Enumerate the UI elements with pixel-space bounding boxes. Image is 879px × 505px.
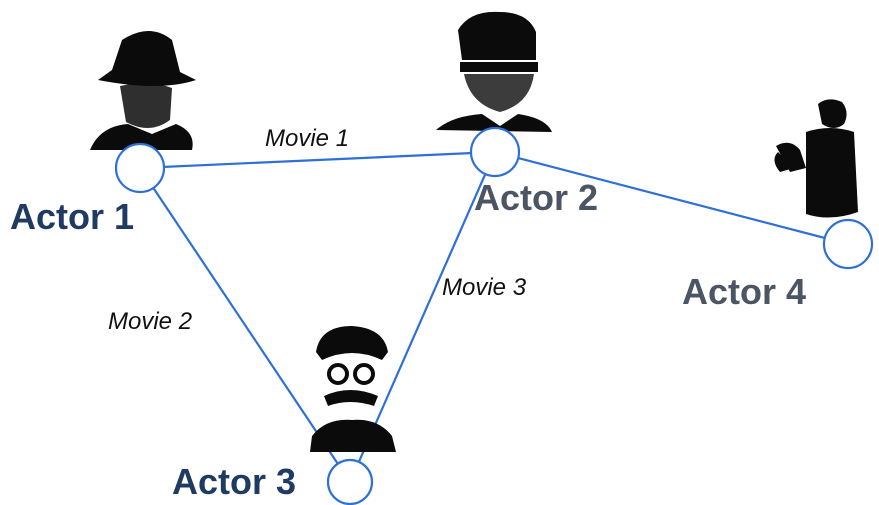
- martial-artist-icon: [774, 99, 858, 218]
- movie-1-label: Movie 1: [265, 125, 350, 152]
- movie-3-label: Movie 3: [442, 274, 527, 301]
- movie-2-label: Movie 2: [108, 308, 193, 335]
- node-actor-2: [469, 126, 521, 178]
- edge-actor2-actor4: [494, 150, 849, 246]
- actor-4-label: Actor 4: [682, 271, 807, 312]
- fedora-man-icon: [90, 31, 196, 150]
- node-actor-4: [822, 218, 874, 270]
- node-actor-3: [326, 458, 374, 505]
- actor-2-label: Actor 2: [474, 177, 599, 218]
- node-actor-1: [114, 142, 166, 194]
- edge-actor1-actor2: [139, 150, 496, 170]
- edge-actor1-actor3: [139, 167, 351, 483]
- mustache-glasses-man-icon: [310, 326, 396, 452]
- sunglasses-man-icon: [436, 11, 552, 132]
- actor-1-label: Actor 1: [10, 196, 135, 237]
- actor-3-label: Actor 3: [172, 461, 297, 502]
